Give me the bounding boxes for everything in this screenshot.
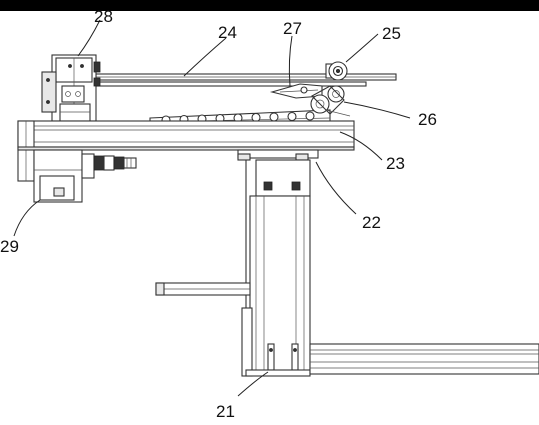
reference-numerals: 28 24 27 25 26 23 22 29 21 — [0, 7, 437, 421]
top-guide-rail — [95, 73, 397, 87]
idler-assembly — [310, 85, 351, 117]
lower-motor — [33, 149, 137, 203]
roller-wheel — [325, 61, 348, 81]
side-shelf — [155, 282, 251, 296]
label-25: 25 — [382, 24, 401, 43]
motor-connector — [93, 155, 137, 171]
label-28: 28 — [94, 7, 113, 26]
leader-lines — [13, 19, 411, 397]
label-26: 26 — [418, 110, 437, 129]
vertical-column — [241, 160, 311, 377]
label-27: 27 — [283, 19, 302, 38]
label-29: 29 — [0, 237, 19, 256]
label-21: 21 — [216, 402, 235, 421]
mounting-plate — [237, 149, 319, 197]
upper-carriage-block — [41, 54, 101, 122]
top-border-bar — [0, 0, 539, 11]
label-22: 22 — [362, 213, 381, 232]
label-23: 23 — [386, 154, 405, 173]
label-24: 24 — [218, 23, 237, 42]
base-rail — [309, 343, 539, 375]
